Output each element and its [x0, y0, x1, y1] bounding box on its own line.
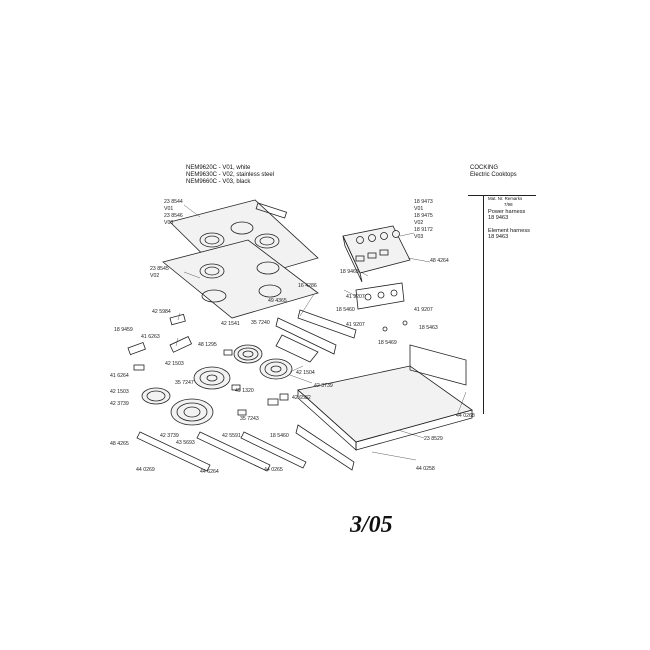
model-line-3: NEM9660C - V03, black — [186, 179, 251, 185]
callout-v02-knob: V02 — [414, 220, 423, 226]
callout-35-7240: 35 7240 — [251, 320, 270, 326]
switch-assembly — [355, 282, 408, 332]
model-list: NEM9620C - V01, white NEM9630C - V02, st… — [186, 165, 274, 186]
glass-top-lower — [162, 239, 319, 319]
callout-41-9207-a: 41 9207 — [346, 294, 365, 300]
remarks-heading: Mat. Nr. Remarks — [488, 196, 523, 201]
callout-49-4365: 49 4365 — [268, 298, 287, 304]
callout-42-5984: 42 5984 — [152, 309, 171, 315]
section-subtitle: Electric Cooktops — [470, 172, 517, 178]
leader-lines — [175, 204, 467, 461]
callout-35-7243: 35 7243 — [240, 416, 259, 422]
bottom-pan — [295, 344, 473, 471]
section-heading: COCKING Electric Cooktops — [470, 165, 517, 179]
element-harness-number: 18 9463 — [488, 234, 509, 241]
callout-35-7247: 35 7247 — [175, 380, 194, 386]
callout-44-0268: 44 0268 — [456, 413, 475, 419]
callout-42-3739-a: 42 3739 — [110, 401, 129, 407]
remarks-column: Mat. Nr. Remarks 7/98 Power harness 18 9… — [483, 196, 536, 414]
callout-42-3739-c: 42 3739 — [160, 433, 179, 439]
revision-date: 3/05 — [350, 512, 393, 538]
callout-48-4264: 48 4264 — [430, 258, 449, 264]
callout-49-1320: 49 1320 — [235, 388, 254, 394]
support-rails — [136, 431, 307, 472]
callout-23-8545: 23 8545 — [150, 266, 169, 272]
callout-42-5591: 42 5591 — [222, 433, 241, 439]
callout-44-0258: 44 0258 — [416, 466, 435, 472]
callout-18-9463: 18 9463 — [340, 269, 359, 275]
callout-44-0265: 44 0265 — [264, 467, 283, 473]
model-line-2: NEM9630C - V02, stainless steel — [186, 172, 275, 178]
callout-18-9475: 18 9475 — [414, 213, 433, 219]
element-harness-label: Element harness — [488, 227, 530, 234]
callout-18-5463: 18 5463 — [419, 325, 438, 331]
callout-42-1541: 42 1541 — [221, 321, 240, 327]
callout-v01-top: V01 — [164, 206, 173, 212]
callout-18-9172: 18 9172 — [414, 227, 433, 233]
callout-18-9473: 18 9473 — [414, 199, 433, 205]
power-harness-number: 18 9463 — [488, 215, 509, 222]
callout-41-9207-c: 41 9207 — [414, 307, 433, 313]
callout-23-8544: 23 8544 — [164, 199, 183, 205]
callout-42-1504: 42 1504 — [296, 370, 315, 376]
callout-48-4265: 48 4265 — [110, 441, 129, 447]
clips-and-terminals — [127, 313, 289, 416]
power-harness-label: Power harness — [488, 208, 526, 215]
callout-labels: 23 8544 V01 23 8546 V03 23 8545 V02 18 9… — [110, 199, 475, 475]
remarks-heading-sub: 7/98 — [504, 202, 513, 208]
callout-44-6264: 44 6264 — [200, 469, 219, 475]
callout-v03-top: V03 — [164, 220, 173, 226]
callout-42-3739-b: 42 3739 — [314, 383, 333, 389]
control-panel — [342, 225, 411, 283]
callout-42-1503-a: 42 1503 — [165, 361, 184, 367]
section-title: COCKING — [470, 165, 499, 171]
mounting-rails — [275, 309, 357, 363]
callout-18-9459: 18 9459 — [114, 327, 133, 333]
callout-18-5469: 18 5469 — [378, 340, 397, 346]
callout-41-6263: 41 6263 — [141, 334, 160, 340]
callout-18-5460-b: 18 5460 — [270, 433, 289, 439]
callout-v02-top: V02 — [150, 273, 159, 279]
header-rule — [468, 195, 536, 196]
callout-v01-knob: V01 — [414, 206, 423, 212]
callout-18-5460-a: 18 5460 — [336, 307, 355, 313]
callout-v03-knob: V03 — [414, 234, 423, 240]
callout-23-8546: 23 8546 — [164, 213, 183, 219]
callout-42-6582: 42 6582 — [292, 395, 311, 401]
callout-41-9207-b: 41 9207 — [346, 322, 365, 328]
callout-44-0269: 44 0269 — [136, 467, 155, 473]
model-line-1: NEM9620C - V01, white — [186, 165, 251, 171]
callout-43-5693: 43 5693 — [176, 440, 195, 446]
callout-23-8529: 23 8529 — [424, 436, 443, 442]
callout-41-6264: 41 6264 — [110, 373, 129, 379]
callout-16-4286: 16 4286 — [298, 283, 317, 289]
callout-48-1295: 48 1295 — [198, 342, 217, 348]
heating-elements — [141, 344, 293, 426]
callout-42-1503-b: 42 1503 — [110, 389, 129, 395]
